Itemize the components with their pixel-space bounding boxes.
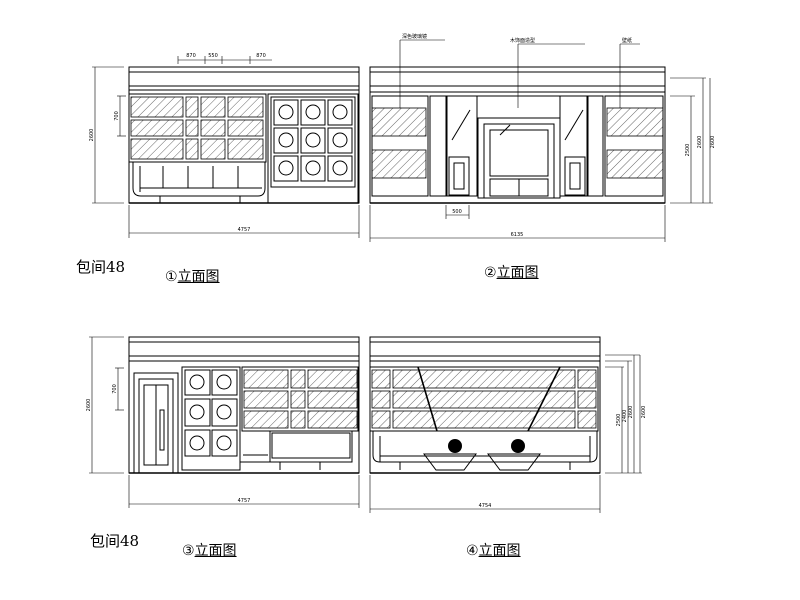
view-number-4: ④	[466, 543, 479, 559]
svg-text:2500: 2500	[616, 414, 622, 427]
room-label-bottom: 包间48	[90, 532, 140, 550]
svg-text:700: 700	[112, 384, 118, 394]
view-title-1: ①立面图	[165, 266, 220, 286]
svg-text:6135: 6135	[511, 232, 524, 238]
view-title-4: ④立面图	[466, 540, 521, 560]
svg-text:550: 550	[208, 53, 218, 59]
view-title-text-2: 立面图	[496, 265, 539, 281]
view-number-2: ②	[484, 265, 497, 281]
view-title-text-4: 立面图	[478, 543, 521, 559]
svg-text:2400: 2400	[622, 410, 628, 423]
svg-text:木饰面造型: 木饰面造型	[510, 37, 535, 44]
svg-text:700: 700	[114, 111, 120, 121]
svg-text:4757: 4757	[238, 498, 251, 504]
svg-text:870: 870	[256, 53, 266, 59]
view-title-2: ②立面图	[484, 262, 539, 282]
svg-text:2600: 2600	[710, 136, 716, 149]
svg-text:4754: 4754	[479, 503, 492, 509]
svg-text:壁纸: 壁纸	[622, 37, 632, 44]
view-number-1: ①	[165, 269, 178, 285]
view-title-text-1: 立面图	[177, 269, 220, 285]
circle-tiles-3	[184, 369, 238, 457]
svg-text:2600: 2600	[697, 136, 703, 149]
elevation-3: 4757 2600 700	[86, 336, 360, 508]
view-title-3: ③立面图	[182, 540, 237, 560]
svg-text:2600: 2600	[641, 406, 647, 419]
elevation-4: 4754 2500 2400 2600 2600	[369, 336, 647, 513]
elevation-2: 6135 500 2500 2600 2600 深色玻璃镜 木饰面造型 壁纸	[369, 33, 716, 242]
svg-text:4757: 4757	[238, 227, 251, 233]
svg-text:2500: 2500	[685, 144, 691, 157]
view-title-text-3: 立面图	[194, 543, 237, 559]
svg-text:2600: 2600	[89, 129, 95, 142]
circle-tiles-1	[273, 99, 353, 182]
svg-text:2600: 2600	[628, 406, 634, 419]
svg-text:深色玻璃镜: 深色玻璃镜	[402, 33, 427, 40]
room-label-top: 包间48	[76, 258, 126, 276]
svg-text:870: 870	[186, 53, 196, 59]
view-number-3: ③	[182, 543, 195, 559]
elevation-1: 4757 870 550 870 2600 700	[89, 53, 360, 238]
svg-text:2600: 2600	[86, 399, 92, 412]
svg-text:500: 500	[452, 209, 462, 215]
